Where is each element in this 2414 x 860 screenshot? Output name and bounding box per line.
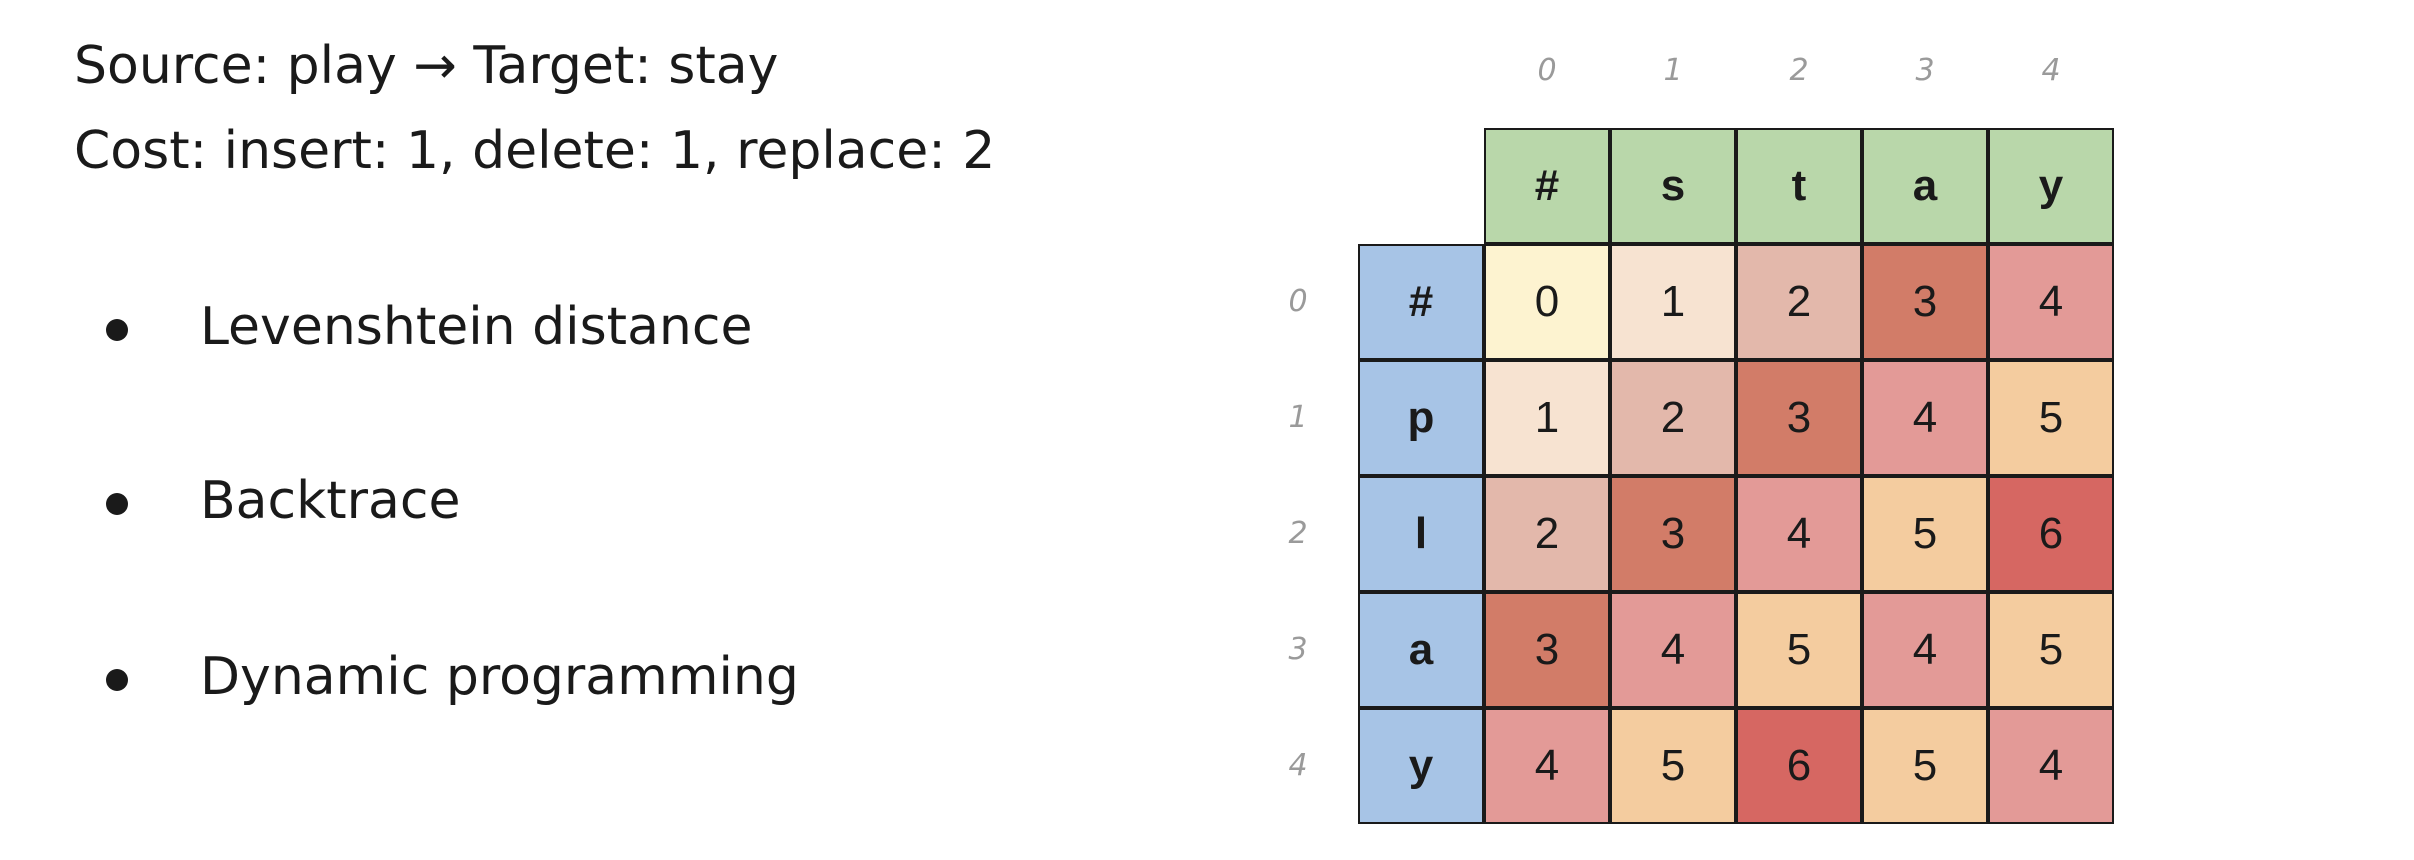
matrix-cell: 5	[1862, 476, 1988, 592]
matrix-cell: 5	[1988, 360, 2114, 476]
matrix-cell: 5	[1988, 592, 2114, 708]
matrix-cell: 4	[1484, 708, 1610, 824]
column-index-label: 4	[2041, 53, 2061, 88]
bullet-dot-icon	[106, 669, 128, 691]
matrix-cell: 1	[1610, 244, 1736, 360]
row-header-cell: l	[1358, 476, 1484, 592]
matrix-cell: 4	[1862, 592, 1988, 708]
bullet-dot-icon	[106, 493, 128, 515]
row-header-cell: y	[1358, 708, 1484, 824]
matrix-cell: 3	[1610, 476, 1736, 592]
matrix-cell: 3	[1736, 360, 1862, 476]
row-header-cell: p	[1358, 360, 1484, 476]
column-index-label: 3	[1915, 53, 1935, 88]
column-header-cell: a	[1862, 128, 1988, 244]
bullet-text: Backtrace	[200, 471, 461, 531]
column-header-cell: s	[1610, 128, 1736, 244]
cost-line: Cost: insert: 1, delete: 1, replace: 2	[74, 121, 996, 181]
bullet-text: Levenshtein distance	[200, 297, 753, 357]
matrix-cell: 3	[1862, 244, 1988, 360]
matrix-cell: 5	[1862, 708, 1988, 824]
column-index-label: 0	[1537, 53, 1557, 88]
matrix-cell: 2	[1610, 360, 1736, 476]
matrix-cell: 6	[1988, 476, 2114, 592]
matrix-cell: 5	[1736, 592, 1862, 708]
column-index-label: 1	[1663, 53, 1683, 88]
column-header-cell: t	[1736, 128, 1862, 244]
row-header-cell: #	[1358, 244, 1484, 360]
row-index-label: 4	[1288, 748, 1308, 783]
row-index-label: 3	[1288, 632, 1308, 667]
row-index-label: 0	[1288, 284, 1308, 319]
matrix-cell: 3	[1484, 592, 1610, 708]
matrix-cell: 0	[1484, 244, 1610, 360]
row-header-cell: a	[1358, 592, 1484, 708]
matrix-cell: 2	[1484, 476, 1610, 592]
matrix-cell: 1	[1484, 360, 1610, 476]
bullet-text: Dynamic programming	[200, 647, 799, 707]
matrix-cell: 4	[1610, 592, 1736, 708]
matrix-cell: 4	[1988, 244, 2114, 360]
row-index-label: 2	[1288, 516, 1308, 551]
bullet-dot-icon	[106, 319, 128, 341]
row-index-label: 1	[1288, 400, 1308, 435]
matrix-cell: 2	[1736, 244, 1862, 360]
column-header-cell: y	[1988, 128, 2114, 244]
source-target-line: Source: play → Target: stay	[74, 36, 779, 96]
matrix-cell: 4	[1862, 360, 1988, 476]
column-header-cell: #	[1484, 128, 1610, 244]
matrix-cell: 4	[1988, 708, 2114, 824]
matrix-cell: 6	[1736, 708, 1862, 824]
matrix-cell: 4	[1736, 476, 1862, 592]
column-index-label: 2	[1789, 53, 1809, 88]
matrix-cell: 5	[1610, 708, 1736, 824]
